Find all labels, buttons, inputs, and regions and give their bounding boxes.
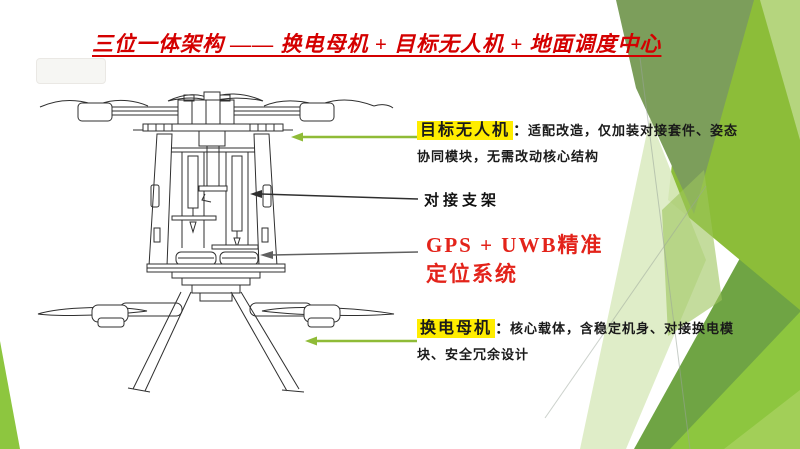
- watermark: [36, 58, 106, 84]
- green-facet-sage: [616, 0, 754, 214]
- motor-pod-left: [77, 102, 113, 122]
- actuator-right: [231, 155, 243, 232]
- arrowhead-left-icon: [291, 132, 303, 142]
- hub-tier: [181, 277, 251, 286]
- slide-title: 三位一体架构 —— 换电母机 + 目标无人机 + 地面调度中心: [92, 32, 662, 56]
- gps-uwb-line2: 定位系统: [426, 262, 518, 286]
- propeller: [37, 306, 148, 316]
- green-wedge-bottom-left: [0, 341, 20, 449]
- facet-thin-line: [639, 57, 691, 449]
- center-shaft: [206, 146, 220, 186]
- callout-target-drone: 目标无人机：适配改造，仅加装对接套件、姿态协同模块，无需改动核心结构: [417, 118, 745, 170]
- lower-bar: [211, 244, 259, 250]
- body-detail: [219, 94, 231, 102]
- motor-pod-right: [299, 102, 335, 122]
- mother-drone-description: 核心载体，含稳定机身、对接换电模块、安全冗余设计: [417, 321, 735, 362]
- target-drone-heading: 目标无人机: [417, 121, 514, 140]
- green-facet-light-bottom: [724, 390, 800, 449]
- mount-box: [198, 130, 226, 147]
- label-docking-bracket: 对接支架: [424, 193, 501, 209]
- actuator-left: [187, 155, 199, 209]
- column-cutout: [153, 227, 161, 243]
- hub-tier: [199, 292, 233, 302]
- callout-mother-drone: 换电母机：核心载体，含稳定机身、对接换电模块、安全冗余设计: [417, 316, 745, 368]
- green-facet-pale-edge: [760, 0, 800, 140]
- arrow-to-gps-module: [260, 251, 419, 259]
- frame-column-left: [148, 133, 173, 267]
- arrow-line: [260, 193, 419, 200]
- arrowhead-left-icon: [260, 251, 273, 259]
- green-facet-bright-bottom: [670, 312, 800, 449]
- label-gps-uwb: GPS + UWB精准 定位系统: [426, 231, 603, 289]
- shaft-hook: [201, 193, 212, 203]
- probe-tip: [233, 237, 241, 249]
- motor-cylinder: [97, 317, 125, 328]
- arrowhead-left-icon: [305, 336, 317, 346]
- docking-frame-drawing: [148, 130, 278, 267]
- colon: ：: [513, 123, 529, 139]
- arrow-line: [271, 251, 419, 256]
- green-facet-overlay: [662, 170, 722, 336]
- gps-uwb-line1: GPS + UWB精准: [426, 233, 604, 257]
- arrow-to-docking-bracket: [250, 190, 419, 200]
- facet-thin-line: [544, 185, 707, 419]
- motor-cylinder: [307, 317, 335, 328]
- landing-leg-left: [127, 291, 192, 393]
- cross-bar: [163, 147, 261, 153]
- column-cutout: [261, 227, 269, 243]
- arrow-to-mother-drone: [305, 336, 417, 346]
- target-drone-drawing: [39, 91, 394, 132]
- hub-tier: [191, 284, 241, 294]
- arrow-to-target-drone: [291, 132, 417, 142]
- colon: ：: [495, 321, 511, 337]
- target-drone-description: 适配改造，仅加装对接套件、姿态协同模块，无需改动核心结构: [417, 123, 739, 164]
- plate-hatch: [133, 124, 293, 131]
- mother-drone-heading: 换电母机: [417, 319, 496, 338]
- column-cutout: [262, 184, 272, 208]
- landing-leg-right: [230, 291, 305, 393]
- propeller: [261, 306, 395, 316]
- arrowhead-left-icon: [250, 190, 262, 198]
- mother-drone-drawing: [37, 263, 395, 393]
- probe-tip: [189, 221, 197, 234]
- hub-tier: [171, 271, 261, 279]
- shaft-foot: [198, 185, 228, 192]
- body-detail: [183, 94, 195, 102]
- column-cutout: [150, 184, 160, 208]
- slider-plate: [171, 215, 217, 221]
